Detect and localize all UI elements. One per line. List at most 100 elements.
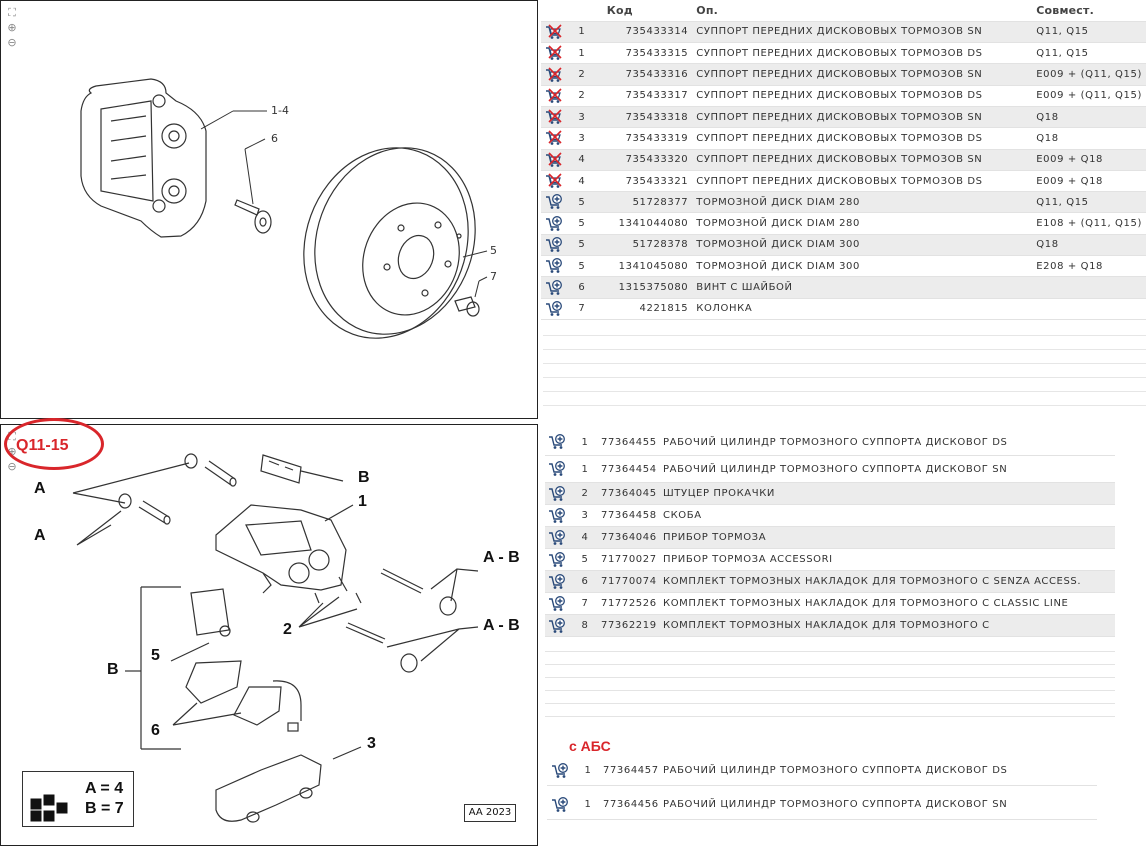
item-pos: 4 xyxy=(581,532,589,543)
diagram-tag: AA 2023 xyxy=(464,804,516,822)
label-7: 7 xyxy=(490,270,497,283)
list-item: 1 77364454 РАБОЧИЙ ЦИЛИНДР ТОРМОЗНОГО СУПП… xyxy=(545,456,1115,483)
fit-icon[interactable]: ⛶ xyxy=(8,6,16,19)
cart-add-icon[interactable] xyxy=(548,507,566,524)
item-code: 71770074 xyxy=(601,576,657,587)
row-desc: СУППОРТ ПЕРЕДНИХ ДИСКОВОВЫХ ТОРМОЗОВ SN xyxy=(692,63,1033,86)
cart-add-icon[interactable] xyxy=(545,279,563,296)
cart-add-icon[interactable] xyxy=(545,194,563,210)
cart-add-icon[interactable] xyxy=(545,300,563,317)
row-code: 735433319 xyxy=(592,127,693,150)
q-label: Q11-15 xyxy=(16,437,69,454)
item-desc: КОМПЛЕКТ ТОРМОЗНЫХ НАКЛАДОК ДЛЯ ТОРМОЗНО… xyxy=(663,620,990,631)
row-desc: КОЛОНКА xyxy=(692,298,1033,320)
row-compat: E009 + Q18 xyxy=(1032,170,1146,193)
item-pos: 7 xyxy=(581,598,589,609)
row-compat: Q11, Q15 xyxy=(1032,191,1146,214)
cart-remove-icon[interactable] xyxy=(545,152,563,168)
row-pos: 5 xyxy=(570,212,593,235)
item-desc: РАБОЧИЙ ЦИЛИНДР ТОРМОЗНОГО СУППОРТА ДИСК… xyxy=(663,463,1008,475)
item-pos: 3 xyxy=(581,510,589,521)
cart-add-icon[interactable] xyxy=(548,617,566,634)
row-pos: 7 xyxy=(570,298,593,320)
row-code: 735433317 xyxy=(592,85,693,107)
label-b-2: B xyxy=(107,661,119,678)
row-desc: СУППОРТ ПЕРЕДНИХ ДИСКОВОВЫХ ТОРМОЗОВ DS xyxy=(692,42,1033,65)
cart-add-icon[interactable] xyxy=(548,529,566,546)
cart-add-icon[interactable] xyxy=(548,551,566,568)
cart-add-icon[interactable] xyxy=(548,434,566,450)
cart-add-icon[interactable] xyxy=(545,215,563,232)
legend-a: A = 4 xyxy=(85,780,124,797)
row-compat xyxy=(1032,298,1146,320)
row-code: 4221815 xyxy=(592,298,693,320)
item-pos: 1 xyxy=(581,463,589,475)
label-a-2: A xyxy=(34,527,46,544)
cart-add-icon[interactable] xyxy=(548,485,566,502)
label-1-4: 1-4 xyxy=(271,104,289,117)
cart-add-icon[interactable] xyxy=(545,258,563,274)
row-code: 735433316 xyxy=(592,63,693,86)
item-pos: 1 xyxy=(584,765,592,776)
zoom-toolbar: ⛶ ⊕ ⊖ xyxy=(6,7,18,49)
item-code: 77362219 xyxy=(601,620,657,631)
row-compat xyxy=(1032,276,1146,299)
cart-add-icon[interactable] xyxy=(548,595,566,612)
cart-add-icon[interactable] xyxy=(548,461,566,477)
cart-add-icon[interactable] xyxy=(548,573,566,590)
row-pos: 4 xyxy=(570,149,593,171)
cart-add-icon[interactable] xyxy=(551,796,569,813)
item-desc: КОМПЛЕКТ ТОРМОЗНЫХ НАКЛАДОК ДЛЯ ТОРМОЗНО… xyxy=(663,576,1082,587)
row-code: 1341044080 xyxy=(592,212,693,235)
item-desc: ШТУЦЕР ПРОКАЧКИ xyxy=(663,488,775,499)
cart-remove-icon[interactable] xyxy=(545,45,563,61)
item-pos: 1 xyxy=(581,436,589,448)
col-op: Оп. xyxy=(692,0,1033,22)
label-1: 1 xyxy=(358,493,367,510)
item-desc: РАБОЧИЙ ЦИЛИНДР ТОРМОЗНОГО СУППОРТА ДИСК… xyxy=(663,436,1008,448)
row-code: 735433315 xyxy=(592,42,693,65)
cart-remove-icon[interactable] xyxy=(545,109,563,125)
row-pos: 3 xyxy=(570,127,593,150)
zoom-in-icon[interactable]: ⊕ xyxy=(7,21,17,34)
item-pos: 1 xyxy=(584,799,592,810)
cart-remove-icon[interactable] xyxy=(545,24,563,40)
cart-remove-icon[interactable] xyxy=(545,130,563,146)
row-code: 1341045080 xyxy=(592,255,693,278)
label-2: 2 xyxy=(283,621,292,638)
zoom-out-icon[interactable]: ⊖ xyxy=(7,460,17,473)
row-code: 51728378 xyxy=(592,234,693,257)
row-pos: 4 xyxy=(570,170,593,193)
row-compat: E108 + (Q11, Q15) xyxy=(1032,212,1146,235)
label-a-1: A xyxy=(34,480,46,497)
row-compat: Q11, Q15 xyxy=(1032,42,1146,65)
zoom-out-icon[interactable]: ⊖ xyxy=(7,36,17,49)
label-6: 6 xyxy=(271,132,278,145)
row-desc: СУППОРТ ПЕРЕДНИХ ДИСКОВОВЫХ ТОРМОЗОВ DS xyxy=(692,170,1033,193)
row-code: 735433321 xyxy=(592,170,693,193)
cart-remove-icon[interactable] xyxy=(545,173,563,189)
diagram-panel-bottom: ⛶ ⊕ ⊖ xyxy=(0,424,538,846)
label-5: 5 xyxy=(490,244,497,257)
cart-remove-icon[interactable] xyxy=(545,88,563,104)
cart-remove-icon[interactable] xyxy=(545,66,563,83)
row-compat: E208 + Q18 xyxy=(1032,255,1146,278)
cart-add-icon[interactable] xyxy=(545,236,563,253)
row-compat: Q18 xyxy=(1032,106,1146,129)
item-code: 77364454 xyxy=(601,463,657,475)
cart-add-icon[interactable] xyxy=(551,762,569,779)
